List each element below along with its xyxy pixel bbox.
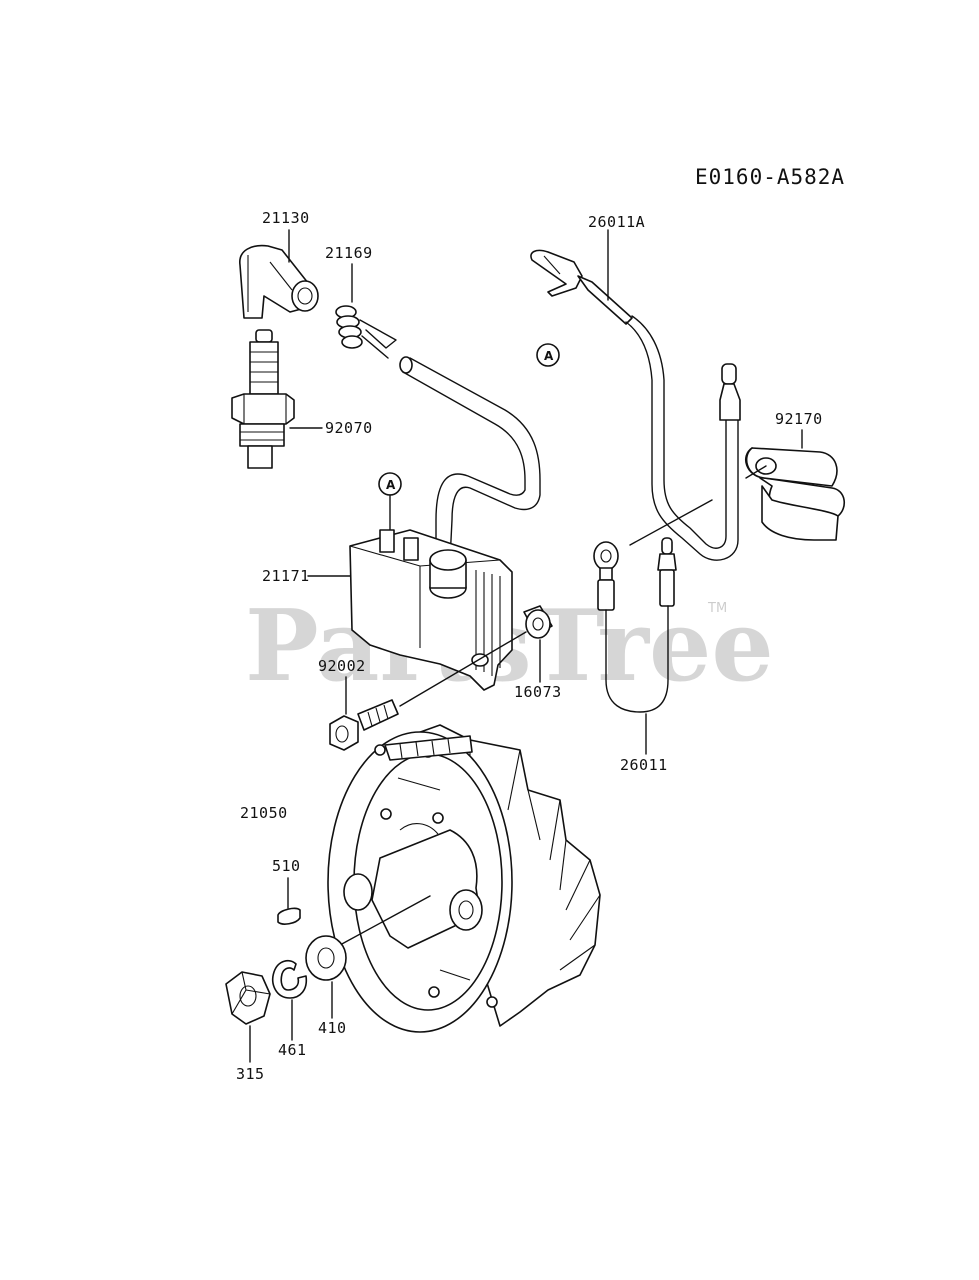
spark-plug-drawing <box>231 329 295 469</box>
flywheel-drawing <box>327 724 601 1033</box>
label-92070: 92070 <box>325 419 373 437</box>
label-26011: 26011 <box>620 756 668 774</box>
reference-marker-lower-letter: A <box>386 478 396 492</box>
high-tension-lead-inner <box>402 371 526 561</box>
spark-plug-cap-drawing <box>239 244 319 319</box>
label-92002: 92002 <box>318 657 366 675</box>
leader-92170-pointer <box>745 465 767 479</box>
watermark-trademark: TM <box>707 601 727 616</box>
key-drawing <box>277 907 301 925</box>
reference-marker-upper <box>536 343 560 367</box>
label-92170: 92170 <box>775 410 823 428</box>
stop-switch-cover-drawing <box>744 447 845 541</box>
label-410: 410 <box>318 1019 347 1037</box>
spacer-drawing <box>523 605 553 639</box>
label-21169: 21169 <box>325 244 373 262</box>
diagram-code: E0160-A582A <box>695 165 845 189</box>
reference-marker-upper-letter: A <box>544 349 554 363</box>
leader-terminal-axis <box>629 499 713 546</box>
spring-drawing <box>335 305 397 359</box>
lead-wire-drawing <box>593 537 677 713</box>
label-21130: 21130 <box>262 209 310 227</box>
label-26011a: 26011A <box>588 213 645 231</box>
lead-wire-a-drawing <box>530 249 739 561</box>
ignition-coil-drawing <box>349 529 513 691</box>
nut-drawing <box>225 971 271 1025</box>
label-21050: 21050 <box>240 804 288 822</box>
washer-drawing <box>305 935 347 981</box>
label-16073: 16073 <box>514 683 562 701</box>
label-461: 461 <box>278 1041 307 1059</box>
label-21171: 21171 <box>262 567 310 585</box>
leader-bolt-axis <box>399 631 527 707</box>
label-510: 510 <box>272 857 301 875</box>
label-315: 315 <box>236 1065 265 1083</box>
lead-connector-drawing <box>719 363 741 421</box>
lock-washer-drawing <box>272 959 308 999</box>
bolt-drawing <box>329 699 399 751</box>
high-tension-lead-outer <box>409 357 541 561</box>
leader-crank-axis <box>339 895 431 946</box>
